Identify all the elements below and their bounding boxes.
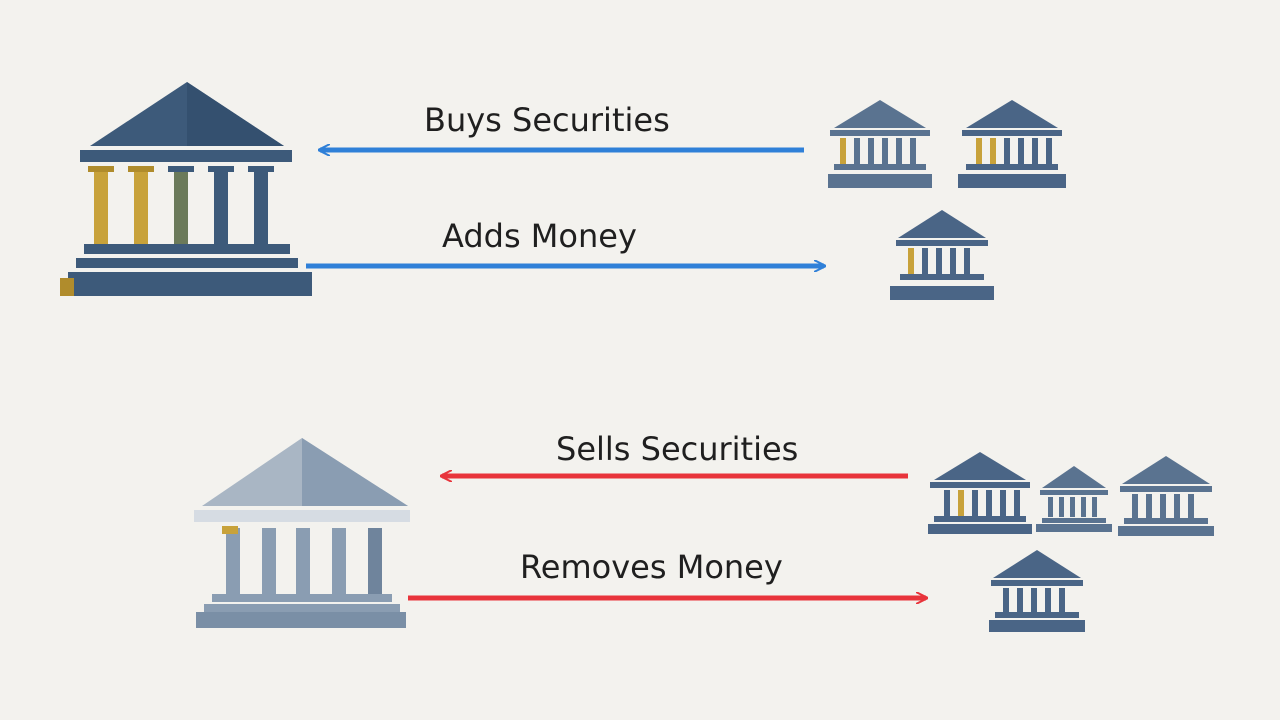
- commercial-bank-icon: [928, 452, 1032, 534]
- removes-money-label: Removes Money: [520, 548, 783, 586]
- commercial-bank-icon: [989, 550, 1085, 632]
- commercial-bank-icon: [1118, 456, 1214, 536]
- central-bank-top-icon: [60, 82, 312, 296]
- commercial-bank-icon: [958, 100, 1066, 188]
- central-bank-bottom-icon: [194, 438, 410, 628]
- commercial-bank-icon: [828, 100, 932, 188]
- adds-money-label: Adds Money: [442, 217, 637, 255]
- commercial-bank-icon: [890, 210, 994, 300]
- commercial-bank-icon: [1036, 466, 1112, 532]
- buys-securities-label: Buys Securities: [424, 101, 670, 139]
- sells-securities-label: Sells Securities: [556, 430, 799, 468]
